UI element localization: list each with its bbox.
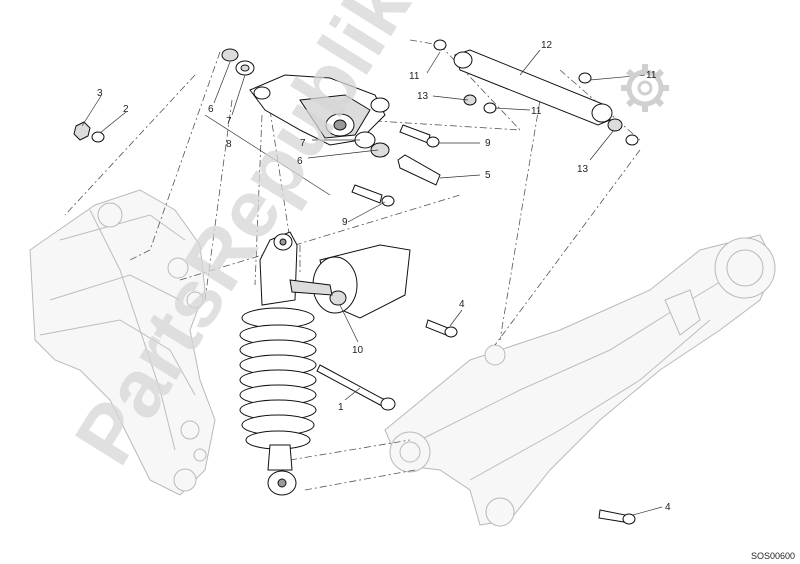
rocker-arm (249, 74, 390, 146)
callout-5: 5 (485, 170, 491, 181)
callout-13-right: 13 (577, 164, 589, 175)
callout-4: 4 (459, 299, 465, 310)
callout-2: 2 (123, 104, 129, 115)
callout-9: 9 (485, 138, 491, 149)
gear-icon (621, 64, 669, 112)
callout-11-right: 11 (646, 70, 657, 81)
callout-7-lower: 7 (300, 138, 306, 149)
assembly-lines (64, 39, 641, 491)
leader-lines (81, 49, 663, 516)
rear-shock (239, 231, 411, 496)
small-hardware (73, 39, 639, 158)
callout-7: 7 (226, 116, 232, 127)
strut-link (453, 49, 613, 126)
callouts: 3 2 6 7 8 7 6 9 11 12 11 13 11 9 5 13 4 … (97, 40, 671, 513)
bolts (316, 124, 636, 525)
callout-12: 12 (541, 40, 553, 51)
callout-3: 3 (97, 88, 103, 99)
callout-6: 6 (208, 104, 214, 115)
callout-6-lower: 6 (297, 156, 303, 167)
callout-9-lower: 9 (342, 217, 348, 228)
callout-13: 13 (417, 91, 429, 102)
callout-11: 11 (409, 71, 420, 82)
callout-10: 10 (352, 345, 364, 356)
callout-11-mid: 11 (531, 106, 542, 117)
callout-1: 1 (338, 402, 344, 413)
callout-4-lower: 4 (665, 502, 671, 513)
ghost-frame (29, 189, 216, 496)
callout-8: 8 (226, 139, 232, 150)
drawing-code: SOS00600 (751, 551, 795, 561)
ghost-swingarm (384, 234, 776, 527)
